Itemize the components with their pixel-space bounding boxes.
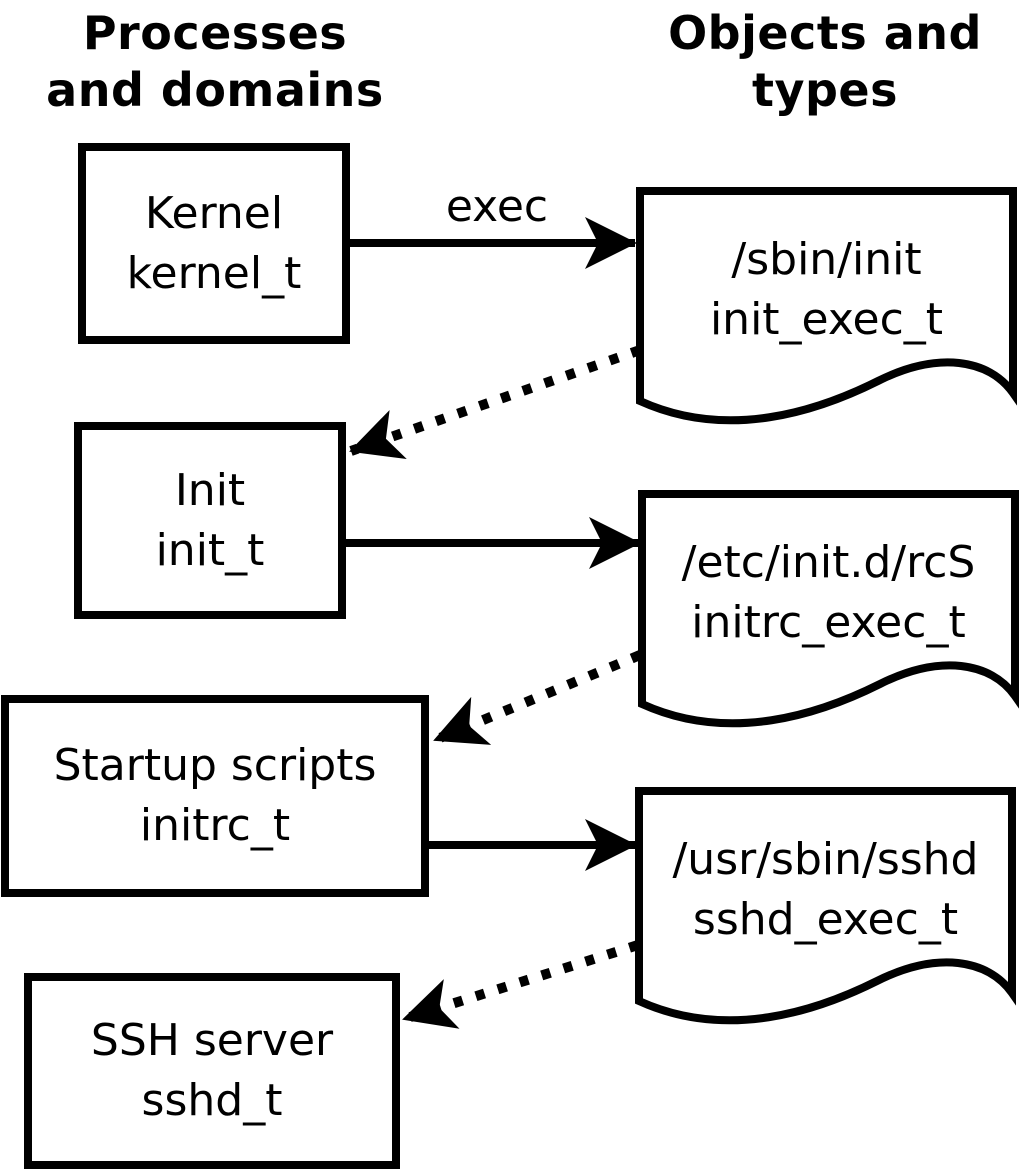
process-node-name: Kernel — [144, 187, 284, 239]
process-node-domain-type: init_t — [155, 524, 265, 576]
document-shape-icon — [636, 187, 1017, 425]
column-header-processes-and-domains: Processes and domains — [46, 6, 384, 117]
process-node-name: SSH server — [90, 1015, 334, 1066]
object-node-type: initrc_exec_t — [691, 597, 966, 648]
process-node-domain-type: sshd_t — [141, 1075, 283, 1126]
process-node-startup-scripts: Startup scripts initrc_t — [1, 695, 429, 897]
transition-arrow-initrc-exec-to-initrc-t — [433, 650, 642, 745]
object-node-etc-initd-rcs: /etc/init.d/rcS initrc_exec_t — [638, 490, 1019, 738]
object-node-path: /etc/init.d/rcS — [681, 537, 976, 588]
transition-arrow-sshd-exec-to-sshd-t — [402, 940, 640, 1029]
process-node-name: Startup scripts — [53, 740, 377, 791]
object-node-path: /usr/sbin/sshd — [672, 834, 979, 885]
object-node-type: init_exec_t — [709, 294, 944, 345]
process-node-domain-type: kernel_t — [126, 247, 302, 299]
process-node-kernel: Kernel kernel_t — [78, 143, 350, 344]
process-node-ssh-server: SSH server sshd_t — [24, 973, 400, 1169]
process-node-domain-type: initrc_t — [139, 800, 291, 851]
column-header-objects-and-types: Objects and types — [668, 6, 982, 117]
document-shape-icon — [638, 490, 1019, 728]
process-node-name: Init — [174, 464, 246, 516]
process-node-init: Init init_t — [74, 422, 346, 619]
object-node-type: sshd_exec_t — [692, 894, 959, 945]
transition-arrow-init-exec-to-init-t — [349, 345, 642, 460]
document-shape-icon — [635, 787, 1016, 1025]
object-node-usr-sbin-sshd: /usr/sbin/sshd sshd_exec_t — [635, 787, 1016, 1035]
object-node-sbin-init: /sbin/init init_exec_t — [636, 187, 1017, 435]
object-node-path: /sbin/init — [731, 234, 922, 285]
exec-arrow-label: exec — [445, 181, 549, 232]
